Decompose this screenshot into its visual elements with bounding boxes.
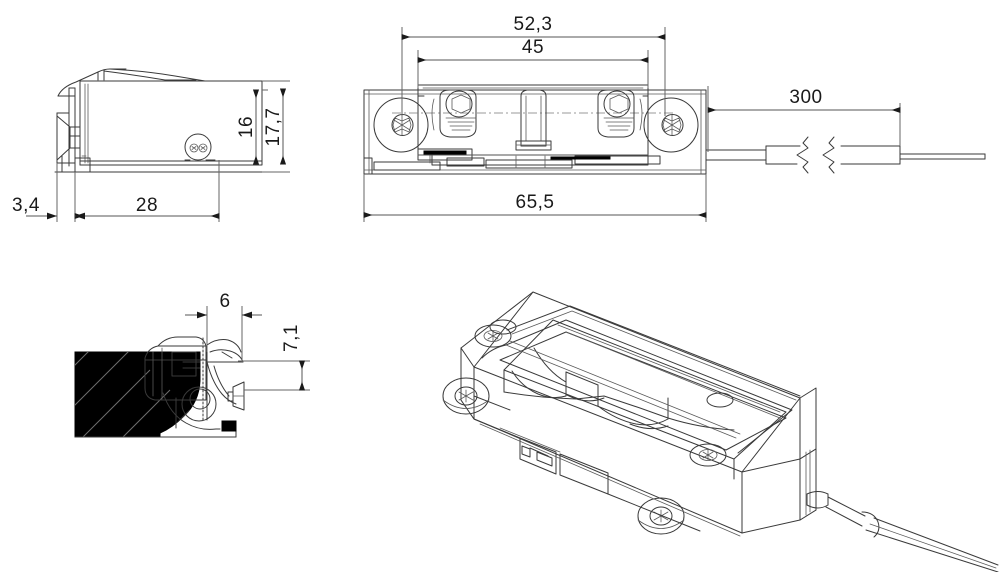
dimension-7-1: 7,1 [238, 324, 310, 391]
iso-screw-upper-left [474, 324, 512, 348]
dimension-label-45: 45 [522, 37, 544, 58]
front-view-top: 52,3 45 65,5 300 [363, 14, 986, 222]
dimension-52-3: 52,3 [401, 14, 666, 116]
isometric-view [442, 291, 999, 572]
section-hatch [75, 352, 200, 437]
dimension-label-28: 28 [136, 195, 158, 216]
dimension-label-7-1: 7,1 [281, 324, 302, 352]
dimension-65-5: 65,5 [363, 174, 707, 222]
dimension-label-16: 16 [236, 116, 257, 138]
dimension-label-52-3: 52,3 [514, 14, 553, 35]
dimension-45: 45 [417, 37, 649, 88]
iso-screw-lower-right [689, 443, 727, 467]
dimension-28: 28 [74, 160, 220, 222]
dimension-label-17-7: 17,7 [263, 108, 284, 147]
section-view-bottom-left: 6 7,1 [74, 291, 310, 438]
dimension-label-3-4: 3,4 [12, 195, 40, 216]
dimension-label-65-5: 65,5 [516, 192, 555, 213]
iso-mount-hole-left [442, 377, 490, 415]
dimension-6: 6 [185, 291, 262, 362]
dimension-17-7: 17,7 [262, 80, 290, 173]
dimension-300: 300 [707, 86, 901, 152]
dimension-label-6: 6 [219, 291, 230, 312]
dimension-3-4: 3,4 [12, 163, 94, 222]
dimension-16: 16 [236, 89, 268, 165]
iso-mount-hole-right [637, 497, 685, 535]
side-view-left: 17,7 16 28 3,4 [12, 68, 290, 222]
dimension-label-300: 300 [789, 87, 822, 108]
